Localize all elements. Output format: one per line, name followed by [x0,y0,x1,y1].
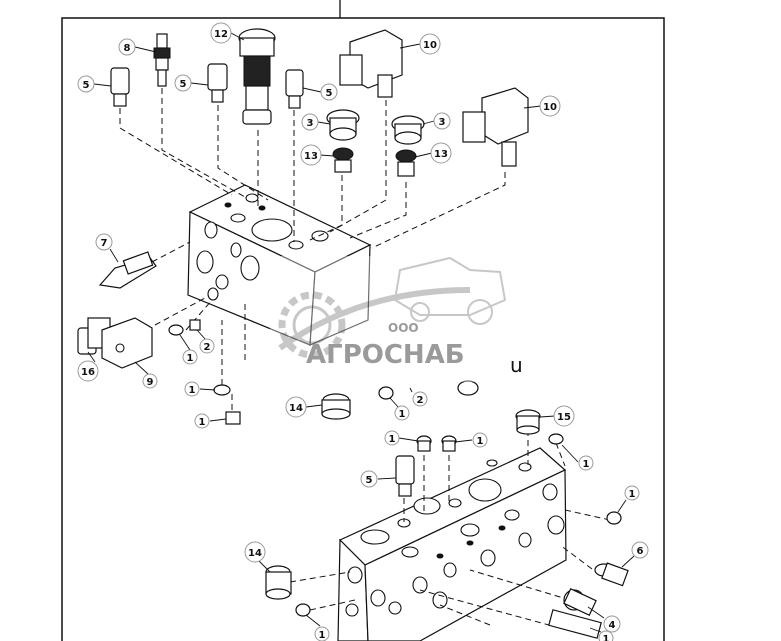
svg-text:15: 15 [557,412,571,423]
part-5-plug-left [110,67,130,107]
callout-1-a: 1 [182,349,198,365]
svg-text:3: 3 [307,118,314,129]
callout-1-g: 1 [578,455,594,471]
part-14-plug-lower [265,565,292,600]
part-13-check-valve-right [395,149,417,177]
part-14-plug-upper [321,393,351,420]
svg-text:10: 10 [423,40,437,51]
callout-6: 6 [631,541,649,559]
callout-5-mid: 5 [174,74,192,92]
upper-small-parts [168,319,479,425]
svg-text:8: 8 [124,43,131,54]
svg-text:1: 1 [389,434,396,445]
part-3-cap-right [391,115,425,145]
watermark-logo [270,256,534,382]
callout-5-right: 5 [320,83,338,101]
callout-7: 7 [95,233,113,251]
callout-13-right: 13 [430,142,452,164]
part-12-relief-valve [238,28,276,125]
callout-14-upper: 14 [285,396,307,418]
part-5-plug-mid [207,63,228,103]
svg-text:1: 1 [603,634,610,641]
callout-1-h: 1 [624,485,640,501]
svg-text:1: 1 [189,385,196,396]
lower-assembly-lines [289,430,611,629]
svg-text:14: 14 [248,548,262,559]
part-8-fitting [153,33,171,87]
diagram-frame [61,17,665,641]
part-10-solenoid-upper [339,29,403,98]
svg-text:1: 1 [187,353,194,364]
part-7-cartridge [98,251,157,289]
part-13-check-valve-left [332,147,354,173]
callout-16: 16 [77,360,99,382]
part-16-connector [77,317,111,355]
svg-text:7: 7 [101,238,108,249]
callout-12: 12 [210,22,232,44]
svg-text:2: 2 [417,395,424,406]
callout-1-b: 1 [184,381,200,397]
svg-text:12: 12 [214,29,228,40]
callout-2-b: 2 [412,391,428,407]
svg-text:3: 3 [439,117,446,128]
svg-text:2: 2 [204,342,211,353]
svg-text:10: 10 [543,102,557,113]
svg-text:5: 5 [366,475,373,486]
callout-2-a: 2 [199,338,215,354]
callout-1-c: 1 [194,413,210,429]
svg-text:14: 14 [289,403,303,414]
svg-text:1: 1 [477,436,484,447]
part-5-plug-right [285,69,304,109]
svg-text:5: 5 [83,80,90,91]
callout-3-right: 3 [433,112,451,130]
callout-4: 4 [603,615,621,633]
svg-text:9: 9 [147,377,154,388]
part-6-plug [594,562,629,587]
callout-10-right: 10 [539,95,561,117]
callout-1-f: 1 [472,432,488,448]
part-5-plug-lower [395,455,415,497]
svg-text:16: 16 [81,367,95,378]
callout-1-i: 1 [314,626,330,641]
callout-8: 8 [118,38,136,56]
callout-3-left: 3 [301,113,319,131]
callout-9: 9 [142,373,158,389]
part-15-cap [515,409,541,435]
svg-text:1: 1 [319,630,326,641]
svg-text:1: 1 [399,409,406,420]
part-10-solenoid-right [462,87,529,167]
callout-5-left: 5 [77,75,95,93]
callout-1-j: 1 [598,630,614,641]
callout-13-left: 13 [300,144,322,166]
svg-text:1: 1 [629,489,636,500]
watermark-prefix: ООО [388,321,419,335]
svg-text:1: 1 [583,459,590,470]
upper-assembly-lines [119,88,506,410]
harvester-icon [393,256,507,316]
leader-lines [87,32,635,633]
svg-text:6: 6 [637,546,644,557]
lower-valve-block [337,447,567,641]
gear-icon [278,291,346,359]
callout-15: 15 [553,405,575,427]
callout-14-lower: 14 [244,541,266,563]
upper-valve-block [187,184,372,346]
lower-small-parts [295,433,622,617]
svg-text:5: 5 [326,88,333,99]
callout-1-d: 1 [394,405,410,421]
part-3-cap-left [326,109,360,141]
callout-5-lower: 5 [360,470,378,488]
svg-text:4: 4 [609,620,616,631]
part-4-valve [548,588,602,639]
svg-text:1: 1 [199,417,206,428]
svg-text:5: 5 [180,79,187,90]
part-9-solenoid-valve [101,317,153,369]
svg-text:13: 13 [304,151,318,162]
svg-text:13: 13 [434,149,448,160]
watermark-suffix: u [510,353,523,377]
callout-10-upper: 10 [419,33,441,55]
watermark-name: АГРОСНАБ [306,340,465,370]
callout-1-e: 1 [384,430,400,446]
